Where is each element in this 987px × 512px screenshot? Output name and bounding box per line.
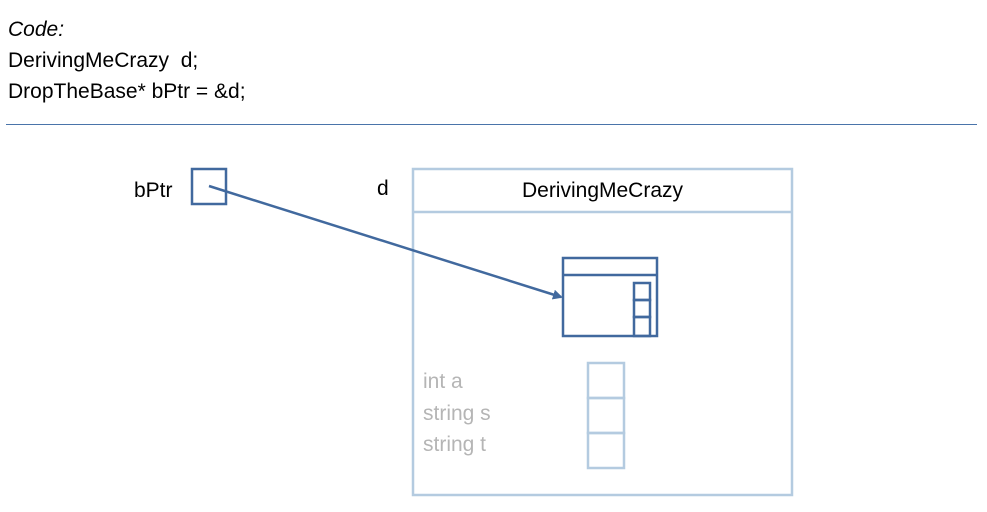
object-label: d [377, 177, 389, 200]
derived-field-cell [586, 431, 626, 470]
derived-field-name: int a [423, 370, 463, 393]
class-name-title: DerivingMeCrazy [521, 179, 684, 202]
pointer-label: bPtr [134, 179, 173, 202]
derived-field-list: int a string s string t [423, 366, 491, 461]
section-divider [6, 124, 977, 125]
pointer-box [190, 167, 228, 206]
code-line-declaration: DerivingMeCrazy d; [8, 49, 199, 72]
base-field-cell [632, 298, 652, 319]
derived-field-cell [586, 361, 626, 400]
derived-field-name: string t [423, 433, 487, 456]
code-heading: Code: [8, 18, 65, 41]
derived-field-cell [586, 396, 626, 435]
derived-field-name: string s [423, 401, 491, 425]
base-field-cell [632, 315, 652, 338]
base-field-cell [632, 281, 652, 302]
pointer-arrow [208, 184, 563, 300]
code-block: Code: DerivingMeCrazy d; DropTheBase* bP… [8, 14, 246, 107]
code-line-pointer-assignment: DropTheBase* bPtr = &d; [8, 80, 246, 103]
derived-object-box [411, 167, 794, 497]
base-subobject-box [561, 256, 659, 338]
